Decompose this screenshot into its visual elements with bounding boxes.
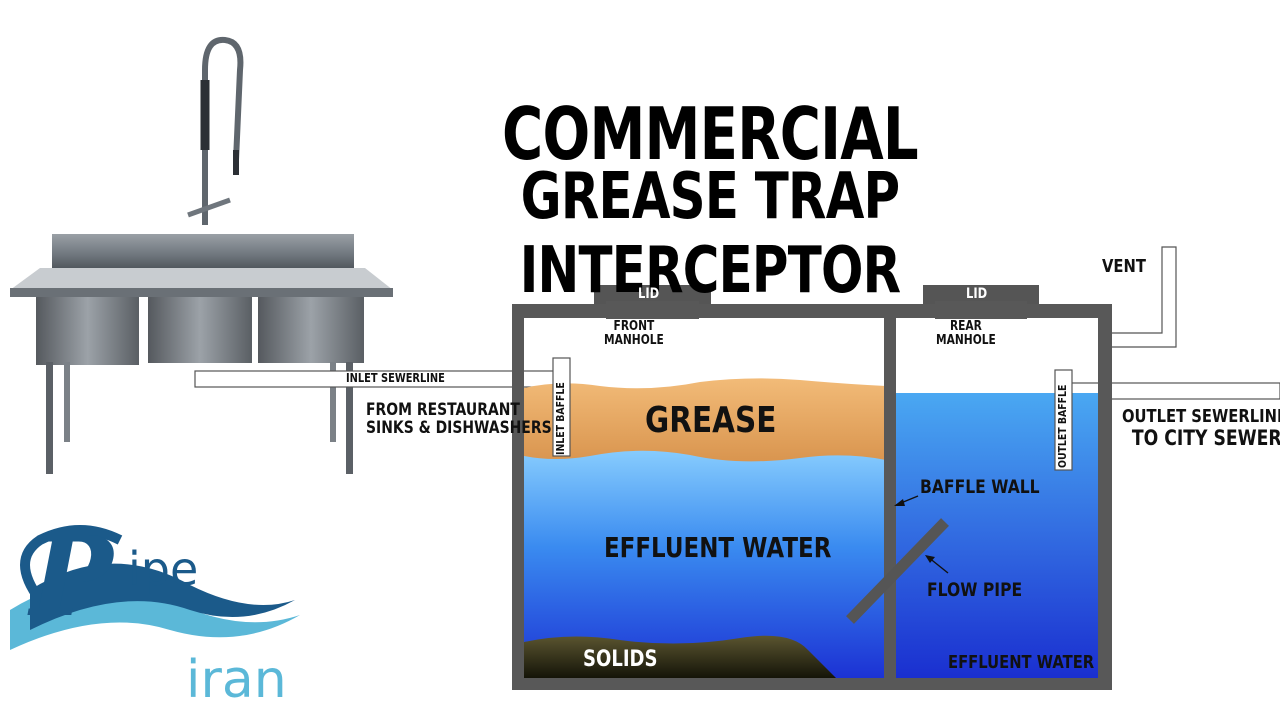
title-line-2: GREASE TRAP INTERCEPTOR — [519, 160, 901, 308]
label-from-restaurant: FROM RESTAURANT SINKS & DISHWASHERS — [366, 400, 552, 438]
rear-manhole-lid — [923, 285, 1039, 304]
sink-basin-1 — [36, 297, 139, 365]
label-outlet-sewerline-line2: TO CITY SEWER — [1131, 425, 1280, 450]
logo-text-ipe: ipe — [128, 542, 199, 596]
label-front-manhole: FRONT MANHOLE — [604, 320, 664, 347]
label-solids: SOLIDS — [583, 647, 658, 672]
label-front-manhole-line2: MANHOLE — [604, 332, 664, 348]
label-from-restaurant-line1: FROM RESTAURANT — [366, 400, 520, 420]
label-inlet-sewerline: INLET SEWERLINE — [346, 371, 445, 385]
sink-basin-2 — [148, 297, 252, 363]
label-lid-front: LID — [638, 286, 660, 302]
grease-trap-tank — [512, 285, 1112, 690]
label-rear-manhole: REAR MANHOLE — [936, 320, 996, 347]
sink-basin-3 — [258, 297, 364, 363]
front-manhole-lid — [594, 285, 711, 304]
label-outlet-sewerline: OUTLET SEWERLINE TO CITY SEWER — [1122, 406, 1280, 450]
label-inlet-baffle: INLET BAFFLE — [554, 382, 567, 455]
label-front-manhole-line1: FRONT — [613, 319, 655, 334]
label-from-restaurant-line2: SINKS & DISHWASHERS — [366, 417, 552, 438]
outlet-baffle — [1054, 369, 1073, 471]
three-compartment-sink — [10, 36, 393, 474]
label-rear-manhole-line2: MANHOLE — [936, 332, 996, 348]
label-effluent-water-rear: EFFLUENT WATER — [948, 652, 1095, 673]
label-baffle-wall: BAFFLE WALL — [920, 476, 1040, 498]
label-grease: GREASE — [645, 400, 777, 441]
title-line-1: COMMERCIAL — [502, 92, 919, 176]
label-outlet-baffle: OUTLET BAFFLE — [1056, 384, 1069, 468]
inlet-baffle — [552, 357, 571, 457]
faucet-hose — [202, 36, 244, 225]
label-vent: VENT — [1102, 256, 1146, 277]
logo-text-iran: iran — [186, 650, 287, 710]
pipe-iran-logo — [10, 525, 300, 650]
logo-letter-p: P — [30, 512, 113, 641]
grease-layer — [524, 378, 886, 462]
label-flow-pipe: FLOW PIPE — [927, 579, 1023, 601]
solids-layer — [524, 635, 836, 678]
label-rear-manhole-line1: REAR — [949, 319, 982, 334]
label-outlet-sewerline-line1: OUTLET SEWERLINE — [1122, 406, 1280, 427]
label-lid-rear: LID — [966, 286, 988, 302]
label-effluent-water: EFFLUENT WATER — [604, 531, 832, 564]
baffle-wall — [884, 318, 896, 686]
flow-pipe — [846, 518, 949, 624]
